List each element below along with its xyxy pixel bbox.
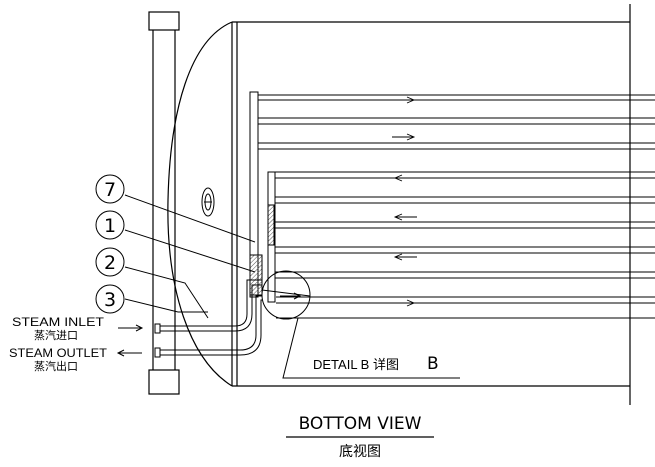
callout-balloons [95,174,256,319]
tube-headers [249,91,276,303]
steam-pipes [154,279,311,358]
tube-bundle [253,94,655,319]
detail-letter: B [427,354,439,374]
steam-inlet-label-cn: 蒸汽进口 [34,328,78,342]
steam-inlet-label: STEAM INLET [12,315,105,329]
steam-arrows [116,324,144,357]
steam-outlet-label: STEAM OUTLET [9,346,108,360]
support-post [148,11,180,395]
view-title-cn: 底视图 [339,444,381,460]
callout-7: 7 [104,179,116,201]
callout-1: 1 [104,215,116,237]
callout-3: 3 [104,289,116,311]
nozzle-symbol [201,187,215,217]
steam-outlet-label-cn: 蒸汽出口 [34,359,78,373]
detail-label: DETAIL B 详图 [313,357,399,372]
view-title: BOTTOM VIEW [299,414,422,434]
vessel-shell [167,4,631,405]
flow-arrows [392,96,417,307]
detail-b-circle [261,270,460,379]
callout-2: 2 [104,252,116,274]
